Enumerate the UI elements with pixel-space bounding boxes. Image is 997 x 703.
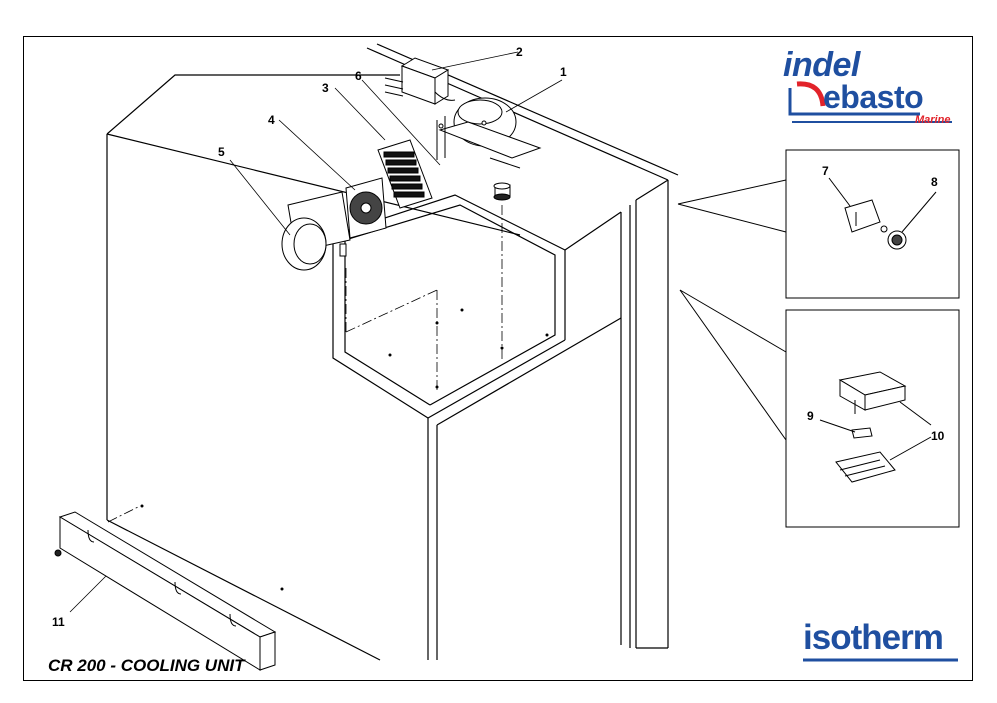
isotherm-logo: isotherm (803, 618, 944, 657)
fan-shroud (281, 191, 351, 271)
fan (345, 177, 387, 239)
marine-label: Marine (915, 114, 951, 126)
inset-electronic-unit (679, 289, 960, 528)
callout-4: 4 (268, 113, 275, 127)
callout-9: 9 (807, 409, 814, 423)
condenser (377, 139, 433, 209)
electronic-relay (384, 57, 456, 105)
cabinet (106, 43, 679, 661)
assembly-guide-lines (107, 205, 503, 523)
callout-5: 5 (218, 145, 225, 159)
webasto-logo-mark (788, 81, 952, 123)
callout-6: 6 (355, 69, 362, 83)
webasto-logo: ebasto (823, 79, 924, 115)
capillary-tube (436, 116, 446, 160)
mounting-holes (140, 308, 549, 591)
callout-11: 11 (52, 615, 65, 629)
callout-10: 10 (931, 429, 945, 443)
indel-logo: indel (783, 46, 860, 84)
diagram-frame (23, 36, 973, 681)
mounting-bracket (54, 511, 277, 671)
diagram-title: CR 200 - COOLING UNIT (48, 656, 245, 675)
leader-lines (69, 51, 563, 613)
compressor (438, 97, 542, 201)
callout-8: 8 (931, 175, 938, 189)
callout-7: 7 (822, 164, 829, 178)
inset-thermostat (677, 149, 960, 299)
callout-3: 3 (322, 81, 329, 95)
callout-2: 2 (516, 45, 523, 59)
callout-1: 1 (560, 65, 567, 79)
